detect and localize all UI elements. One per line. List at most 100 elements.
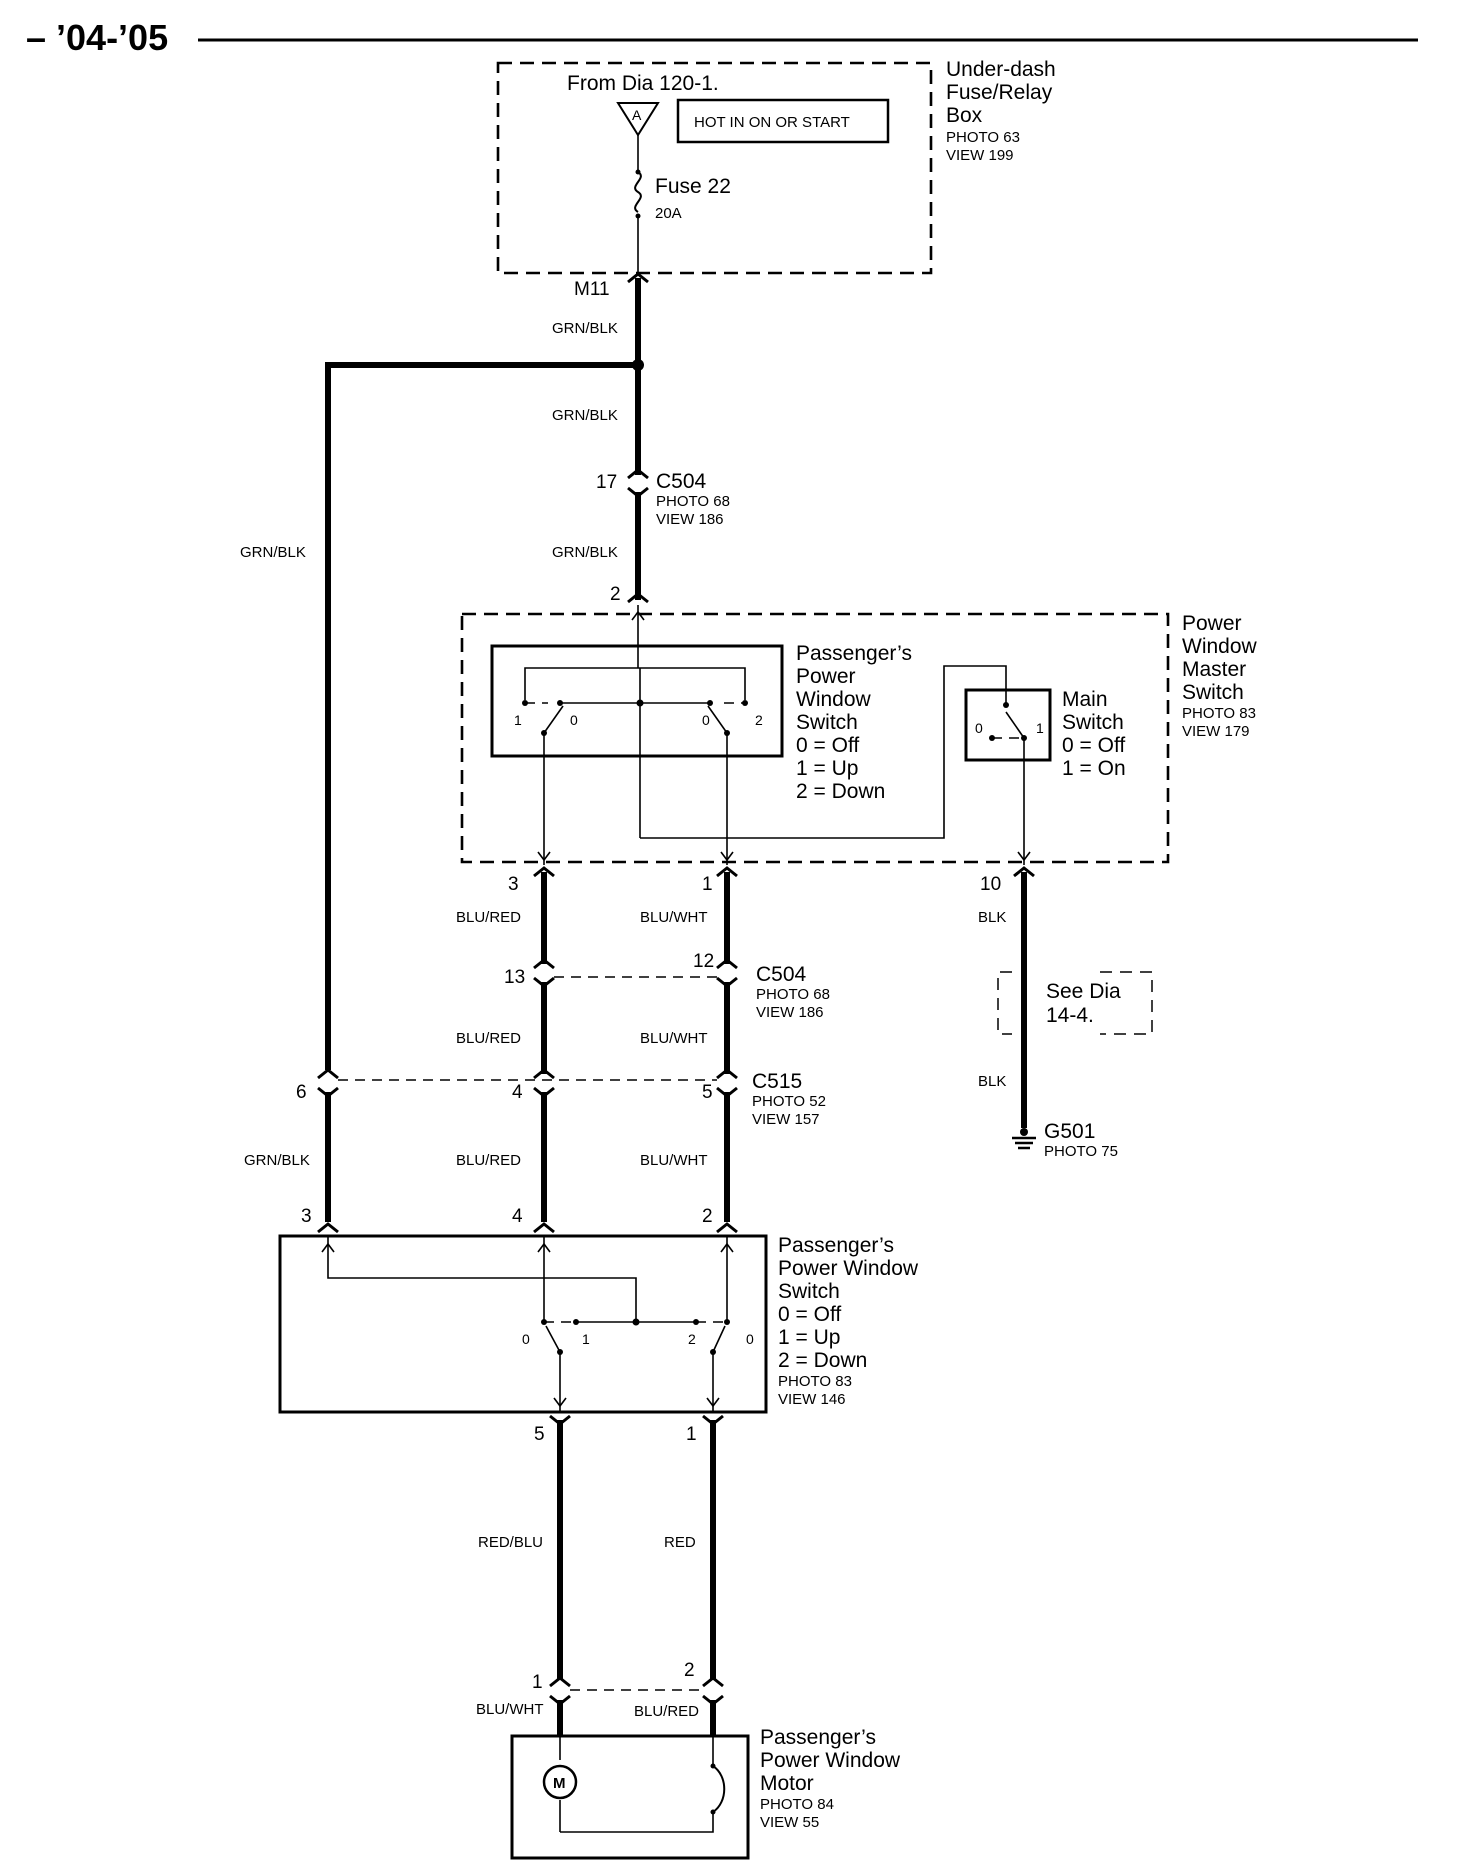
master-pass-sw-3: Window: [796, 688, 872, 711]
master-switch-name-4: Switch: [1182, 681, 1244, 704]
master-contact-label-2: 2: [755, 712, 763, 728]
ground-photo: PHOTO 75: [1044, 1143, 1118, 1160]
main-switch-blade: [1005, 711, 1025, 739]
master-contact-1: [522, 700, 528, 706]
master-in-arrow: [631, 610, 645, 621]
main-out-arrow: [1017, 851, 1031, 862]
master-pin2: 2: [610, 584, 621, 605]
from-dia-label: From Dia 120-1.: [567, 72, 719, 95]
wire-motor-blu-red: BLU/RED: [634, 1703, 699, 1720]
master-pass-switch-box: [490, 644, 784, 758]
master-switch-name-1: Power: [1182, 612, 1242, 635]
c515-pin-4: 4: [512, 1082, 523, 1103]
master-contact-2: [742, 700, 748, 706]
motor-name-3: Motor: [760, 1772, 814, 1795]
wire-red: RED: [664, 1534, 696, 1551]
fuse-box-photo: PHOTO 63: [946, 129, 1020, 146]
pass-center-node: [632, 1318, 640, 1326]
wire-grn-blk-2: GRN/BLK: [552, 407, 618, 424]
page-title: – ’04-’05: [26, 17, 168, 58]
left-branch-wire: [325, 362, 638, 1070]
motor-icon: [542, 1764, 578, 1800]
c504-top-view: VIEW 186: [656, 511, 724, 528]
master-out-pin-1: 1: [702, 874, 713, 895]
master-pass-sw-6: 1 = Up: [796, 757, 858, 780]
c515-pin-5: 5: [702, 1082, 713, 1103]
c504-mid-name: C504: [756, 963, 807, 986]
pass-contact-1: [573, 1319, 579, 1325]
wire-blu-wht-2: BLU/WHT: [640, 1030, 708, 1047]
see-dia-line-2: 14-4.: [1046, 1004, 1094, 1027]
master-switch-photo: PHOTO 83: [1182, 705, 1256, 722]
main-switch-name-1: Main: [1062, 688, 1108, 711]
master-switch-outline: [460, 612, 1170, 864]
c504-mid-photo: PHOTO 68: [756, 986, 830, 1003]
fuse-box-name-3: Box: [946, 104, 983, 127]
main-contact-label-1: 1: [1036, 720, 1044, 736]
wire-grn-blk-3: GRN/BLK: [552, 544, 618, 561]
master-out-3-arrow: [537, 851, 551, 862]
fuse-name: Fuse 22: [655, 175, 731, 198]
ground-icon: [1012, 1128, 1036, 1150]
wire-blk-2: BLK: [978, 1073, 1006, 1090]
master-switch-view: VIEW 179: [1182, 723, 1250, 740]
wire-blu-wht-1: BLU/WHT: [640, 909, 708, 926]
c515-view: VIEW 157: [752, 1111, 820, 1128]
motor-name-1: Passenger’s: [760, 1726, 876, 1749]
wire-red-blu: RED/BLU: [478, 1534, 543, 1551]
wire-blu-red-3: BLU/RED: [456, 1152, 521, 1169]
pass-pin2-connector: [716, 1222, 738, 1234]
pass-blade-left: [545, 1325, 561, 1353]
master-contact-0b: [707, 700, 713, 706]
motor-box: [510, 1734, 750, 1860]
main-contact-label-0: 0: [975, 720, 983, 736]
pass-out-5-arrow: [553, 1397, 567, 1408]
pass-in-pin-3: 3: [301, 1206, 312, 1227]
master-contact-label-0a: 0: [570, 712, 578, 728]
c515-pin-6: 6: [296, 1082, 307, 1103]
wire-blk-1: BLK: [978, 909, 1006, 926]
master-out-pin-10: 10: [980, 874, 1001, 895]
master-out-pin-3: 3: [508, 874, 519, 895]
pass-out-pin-5: 5: [534, 1424, 545, 1445]
master-out-1-arrow: [720, 851, 734, 862]
wire-grn-blk-left-low: GRN/BLK: [244, 1152, 310, 1169]
pass-switch-box: [278, 1234, 768, 1414]
master-contact-label-1: 1: [514, 712, 522, 728]
pass-in-pin-4: 4: [512, 1206, 523, 1227]
wire-grn-blk-left: GRN/BLK: [240, 544, 306, 561]
pass-switch-name-5: 1 = Up: [778, 1326, 840, 1349]
m11-connector-label: M11: [574, 279, 610, 300]
fuse-box-view: VIEW 199: [946, 147, 1014, 164]
pass-out-1-arrow: [706, 1397, 720, 1408]
m11-connector: [627, 272, 649, 284]
motor-view: VIEW 55: [760, 1814, 819, 1831]
master-pin10-connector: [1013, 866, 1035, 878]
motor-name-2: Power Window: [760, 1749, 901, 1772]
pass-contact-0b: [724, 1319, 730, 1325]
pass-switch-view: VIEW 146: [778, 1391, 846, 1408]
pass-blade-right: [712, 1325, 726, 1353]
pass-in-2-arrow: [720, 1242, 734, 1253]
pass-contact-label-2: 2: [688, 1331, 696, 1347]
motor-symbol: M: [553, 1775, 566, 1792]
c504-mid-view: VIEW 186: [756, 1004, 824, 1021]
wire-blu-red-2: BLU/RED: [456, 1030, 521, 1047]
pass-contact-label-1: 1: [582, 1331, 590, 1347]
see-dia-line-1: See Dia: [1046, 980, 1121, 1003]
master-pass-sw-1: Passenger’s: [796, 642, 912, 665]
c504-top-name: C504: [656, 470, 707, 493]
c504-pin17: 17: [596, 472, 617, 493]
master-pin2-connector: [627, 592, 649, 604]
master-pass-sw-7: 2 = Down: [796, 780, 885, 803]
pass-pin3-connector: [317, 1222, 339, 1234]
wire-motor-blu-wht: BLU/WHT: [476, 1701, 544, 1718]
master-switch-name-2: Window: [1182, 635, 1258, 658]
hot-in-box: [676, 98, 890, 144]
main-switch-box: [964, 688, 1052, 762]
main-switch-name-3: 0 = Off: [1062, 734, 1125, 757]
see-dia-bracket: [997, 971, 1153, 1035]
motor-photo: PHOTO 84: [760, 1796, 834, 1813]
master-blade-left: [543, 705, 564, 734]
